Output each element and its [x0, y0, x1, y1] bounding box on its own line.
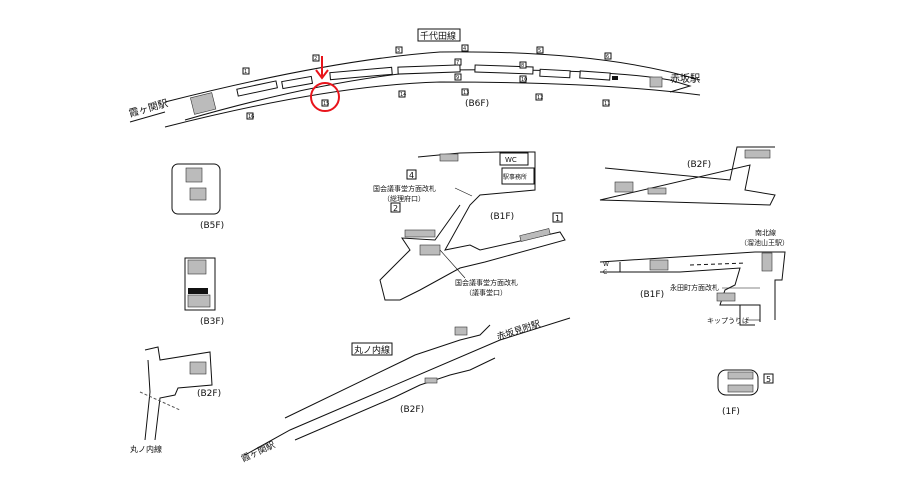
svg-text:千代田線: 千代田線 — [420, 30, 456, 42]
car-marker: 16 — [246, 112, 254, 120]
svg-text:3: 3 — [397, 48, 400, 54]
floor-b1f-center: (B1F) — [490, 212, 514, 222]
station-akasaka-mitsuke: 赤坂見附駅 — [495, 318, 542, 343]
svg-text:5: 5 — [538, 48, 541, 54]
car-marker: 15 — [321, 99, 329, 107]
svg-text:9: 9 — [456, 75, 459, 81]
b3f-plan — [184, 257, 216, 311]
exit-4: 4 — [406, 169, 417, 180]
floor-b2f-marunouchi: (B2F) — [400, 405, 424, 415]
car-markers: 1 2 3 4 5 6 7 8 9 10 16 15 14 13 12 11 — [242, 44, 612, 120]
gate-giji-sub: （議事堂口） — [465, 288, 507, 297]
car-marker: 9 — [454, 73, 462, 81]
svg-text:13: 13 — [463, 90, 469, 96]
svg-text:丸ノ内線: 丸ノ内線 — [354, 344, 390, 356]
b5f-plan — [171, 163, 221, 215]
gate-sori-label: 国会議事堂方面改札 — [373, 184, 436, 193]
floor-1f: (1F) — [722, 407, 740, 417]
car-marker: 13 — [461, 88, 469, 96]
b1f-center-plan: WC 駅事務所 — [379, 151, 566, 301]
car-marker: 14 — [398, 90, 406, 98]
svg-text:15: 15 — [323, 101, 329, 107]
car-marker: 7 — [454, 58, 462, 66]
station-office-label: 駅事務所 — [503, 173, 527, 181]
floor-b6f: (B6F) — [465, 99, 489, 109]
gate-nagatacho-label: 永田町方面改札 — [670, 283, 719, 292]
car-marker: 2 — [312, 54, 320, 62]
gate-giji-label: 国会議事堂方面改札 — [455, 278, 518, 287]
wc-label: WC — [505, 156, 517, 164]
namboku-title: 南北線 — [755, 228, 776, 237]
car-marker: 4 — [461, 44, 469, 52]
exit-1: 1 — [552, 212, 563, 223]
highlight-marker — [310, 56, 340, 112]
car-marker: 3 — [395, 46, 403, 54]
floor-b5f: (B5F) — [200, 221, 224, 231]
namboku-subtitle: （溜池山王駅） — [740, 238, 789, 247]
car-marker: 1 — [242, 67, 250, 75]
floor-b1f-right: (B1F) — [640, 290, 664, 300]
floor-b2f-right: (B2F) — [687, 160, 711, 170]
marunouchi-link-label: 丸ノ内線 — [130, 444, 162, 454]
exit-2: 2 — [390, 202, 401, 213]
marunouchi-title: 丸ノ内線 — [351, 342, 393, 356]
svg-text:8: 8 — [521, 63, 524, 69]
exit-5: 5 — [763, 373, 774, 384]
car-marker: 8 — [519, 61, 527, 69]
svg-text:11: 11 — [604, 101, 610, 107]
svg-text:6: 6 — [606, 54, 609, 60]
f1-plan — [717, 369, 759, 396]
svg-text:14: 14 — [400, 92, 406, 98]
car-marker: 5 — [536, 46, 544, 54]
svg-text:12: 12 — [537, 95, 543, 101]
chiyoda-platform — [129, 51, 701, 128]
b1f-right-plan: W C — [599, 251, 786, 326]
svg-text:2: 2 — [314, 56, 317, 62]
highlight-circle — [310, 82, 340, 112]
svg-text:1: 1 — [555, 214, 560, 223]
svg-text:16: 16 — [248, 114, 254, 120]
ticket-label: キップうりば — [707, 316, 749, 325]
chiyoda-title: 千代田線 — [417, 28, 461, 42]
floor-b3f: (B3F) — [200, 317, 224, 327]
floor-b2f-left: (B2F) — [197, 389, 221, 399]
station-akasaka: 赤坂駅 — [670, 73, 700, 85]
station-kasumigaseki-bottom: 霞ヶ関駅 — [240, 440, 277, 465]
svg-text:7: 7 — [456, 60, 459, 66]
car-marker: 11 — [602, 99, 610, 107]
svg-text:10: 10 — [521, 77, 527, 83]
b2f-right-plan — [599, 146, 776, 206]
gate-sori-sub: （総理府口） — [383, 194, 425, 203]
c-label: C — [603, 269, 607, 276]
svg-text:4: 4 — [409, 171, 414, 180]
svg-text:4: 4 — [463, 46, 466, 52]
svg-text:5: 5 — [766, 375, 771, 384]
svg-text:2: 2 — [393, 204, 398, 213]
car-marker: 6 — [604, 52, 612, 60]
marunouchi-platform — [244, 317, 571, 456]
b2f-left-plan — [139, 346, 213, 441]
svg-text:1: 1 — [244, 69, 247, 75]
car-marker: 12 — [535, 93, 543, 101]
car-marker: 10 — [519, 75, 527, 83]
w-label: W — [603, 261, 609, 268]
